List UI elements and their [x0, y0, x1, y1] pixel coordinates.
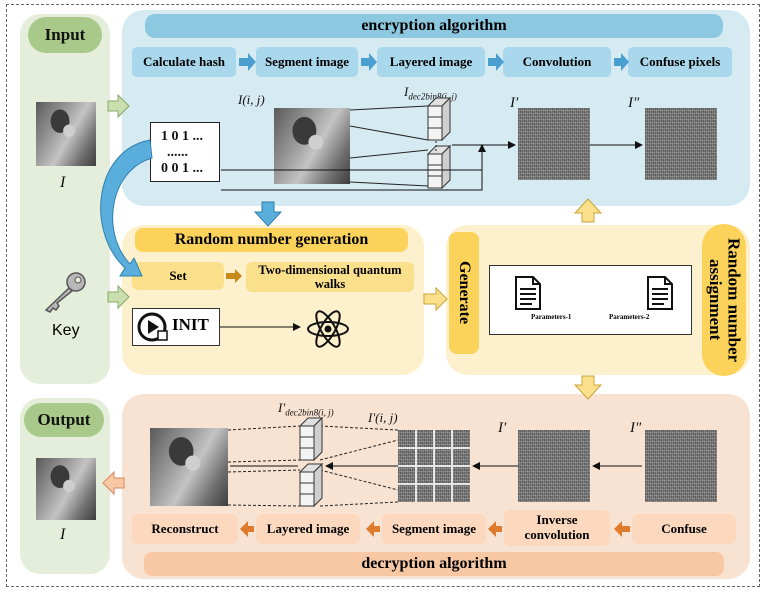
decryption-title: decryption algorithm [144, 552, 724, 576]
matrix-row-2: ...... [167, 145, 188, 160]
dec-label-I-ij: I′(i, j) [368, 410, 398, 425]
enc-label-I-dec-sub: dec2bin8(i, j) [408, 91, 457, 102]
dec-label-I-dec: I′dec2bin8(i, j) [278, 400, 334, 418]
dec-to-output-arrow [102, 470, 125, 496]
step-calculate-hash: Calculate hash [132, 47, 236, 77]
enc-source-image [274, 108, 350, 184]
assign-to-dec-arrow [573, 375, 603, 400]
enc-to-rand-arrow [253, 201, 283, 227]
output-image-label: I [60, 526, 66, 543]
init-label: INIT [172, 315, 209, 334]
assignment-title: Random number assignment [702, 224, 746, 376]
parameters-1-label: Parameters-1 [531, 313, 572, 321]
step-dec-segment-image: Segment image [382, 514, 486, 544]
dec-scrambled-image-1 [518, 430, 590, 502]
step-layered-image: Layered image [377, 47, 485, 77]
step-dec-layered-image: Layered image [256, 514, 360, 544]
input-image-label: I [60, 174, 66, 191]
atom-icon [307, 310, 349, 348]
dec-cube-top [298, 416, 324, 462]
quantum-walks-step: Two-dimensional quantum walks [246, 262, 414, 292]
parameters-2-label: Parameters-2 [609, 313, 650, 321]
dec-step-arrows [240, 521, 630, 537]
matrix-row-1: 1 0 1 ... [161, 129, 203, 144]
enc-scrambled-image-1 [518, 108, 590, 180]
enc-label-I-dec-base: I [404, 84, 409, 99]
key-icon [44, 272, 86, 313]
dec-label-I-dec-base: I′ [278, 400, 286, 415]
document-icon-2 [647, 276, 673, 310]
enc-label-I-prime: I′ [510, 95, 519, 111]
dec-label-I-prime: I′ [498, 420, 507, 436]
enc-cube-top [426, 96, 452, 142]
output-title: Output [24, 403, 104, 437]
enc-scrambled-image-2 [645, 108, 717, 180]
step-inverse-convolution: Inverse convolution [504, 510, 610, 546]
key-to-rand-arrow [107, 284, 130, 310]
step-confuse: Confuse [632, 514, 736, 544]
hash-to-set-arrow [100, 139, 153, 277]
enc-cube-bottom [426, 144, 452, 190]
input-image [36, 102, 96, 166]
assign-to-enc-arrow [573, 198, 603, 223]
step-confuse-pixels: Confuse pixels [628, 47, 732, 77]
enc-label-I-dec: Idec2bin8(i, j) [404, 84, 457, 102]
encryption-title: encryption algorithm [145, 14, 723, 38]
random-title: Random number generation [135, 228, 408, 252]
play-icon [137, 312, 168, 342]
dec-grid-lines [398, 430, 470, 502]
enc-label-I-dprime: I″ [628, 95, 640, 111]
input-to-enc-arrow [107, 93, 130, 119]
dec-cube-bottom [298, 462, 324, 508]
document-icon-1 [515, 276, 541, 310]
rand-to-generate-arrow [423, 286, 448, 312]
dec-label-I-dec-sub: dec2bin8(i, j) [285, 407, 334, 418]
matrix-row-3: 0 0 1 ... [161, 161, 203, 176]
dec-scrambled-image-2 [645, 430, 717, 502]
output-image [36, 458, 96, 520]
step-segment-image: Segment image [256, 47, 358, 77]
step-reconstruct: Reconstruct [132, 514, 238, 544]
enc-label-I-ij: I(i, j) [238, 92, 265, 107]
key-label: Key [52, 322, 80, 339]
dec-output-image [150, 428, 228, 506]
step-convolution: Convolution [503, 47, 611, 77]
generate-label: Generate [449, 232, 479, 354]
dec-label-I-dprime: I″ [630, 420, 642, 436]
input-panel [20, 14, 110, 384]
set-step: Set [132, 262, 224, 290]
diagram-frame [6, 4, 760, 587]
enc-step-arrows [239, 53, 629, 71]
input-title: Input [28, 17, 102, 53]
